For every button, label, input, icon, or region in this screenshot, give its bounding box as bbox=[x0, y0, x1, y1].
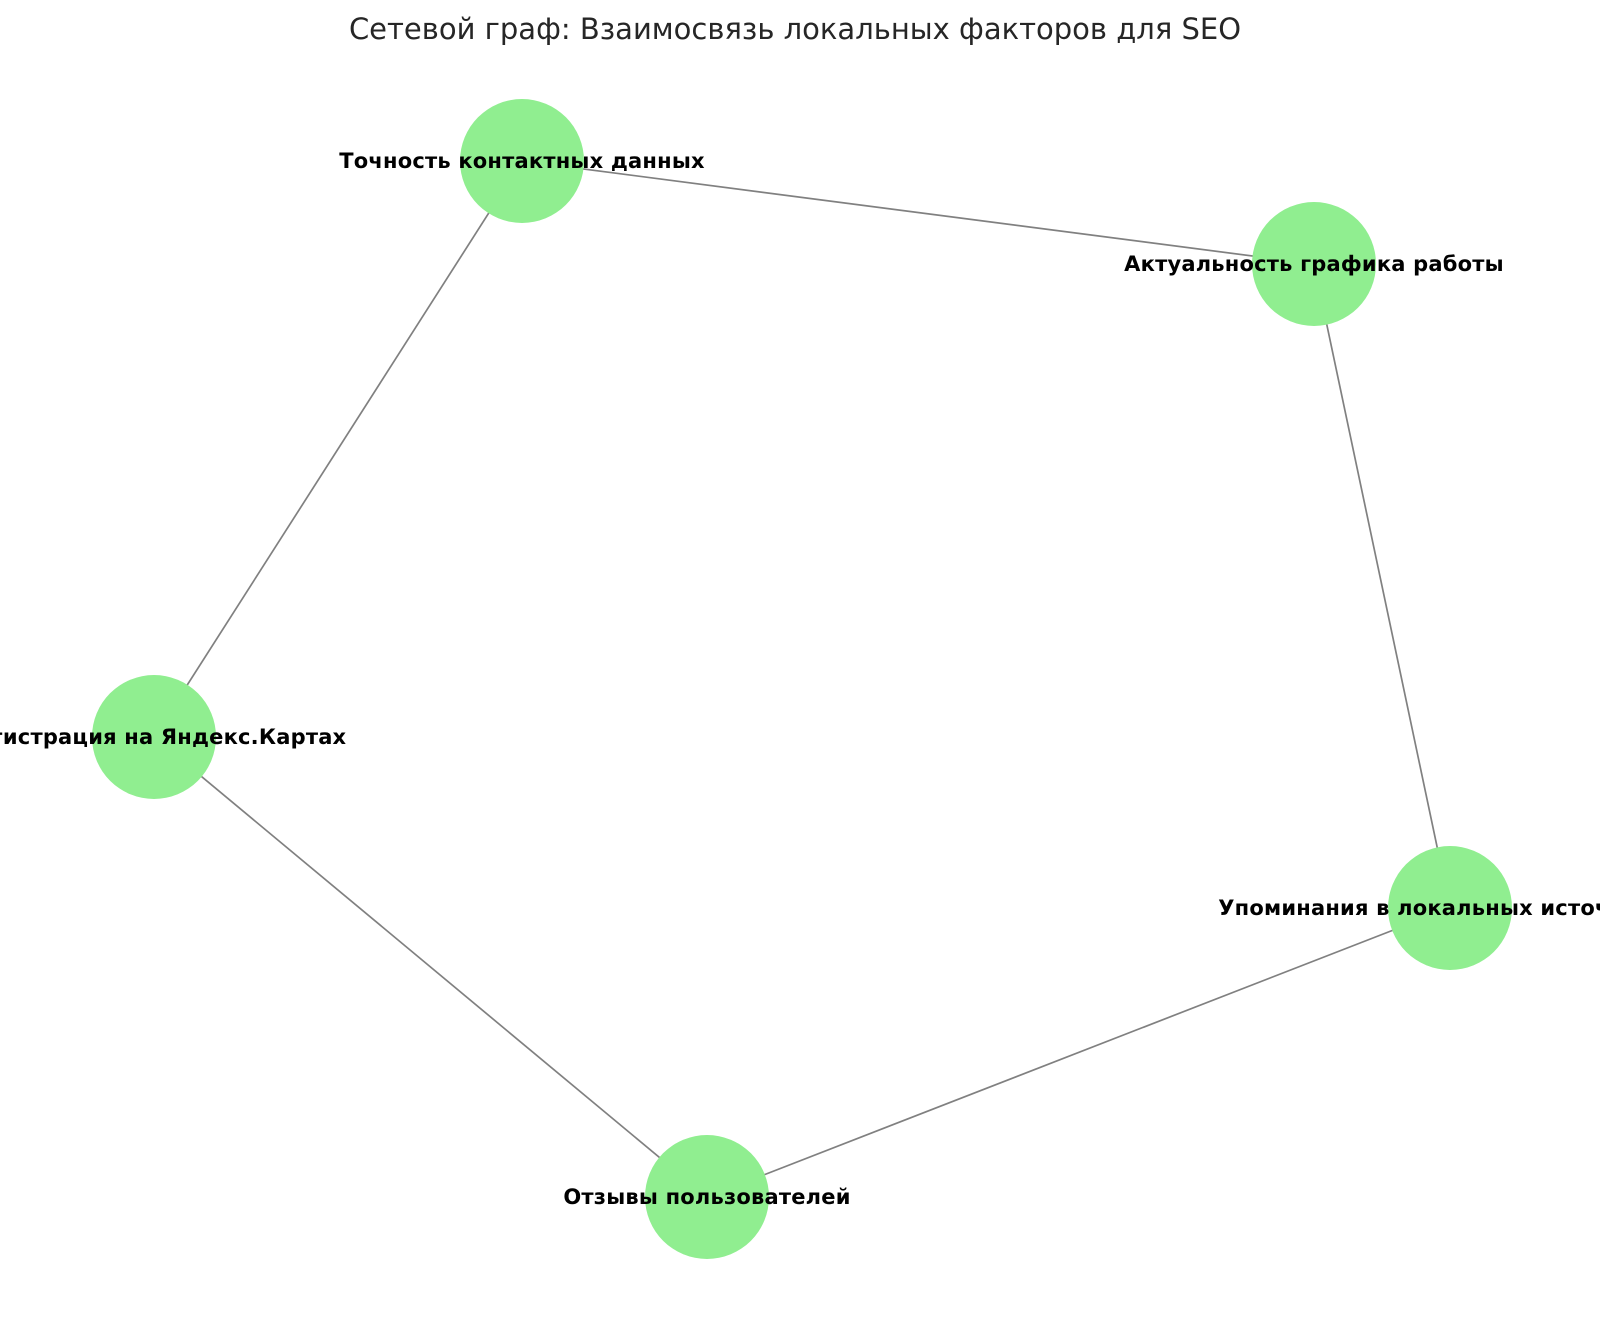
graph-node-label-user-reviews: Отзывы пользователей bbox=[563, 1185, 851, 1209]
graph-node-schedule-freshness bbox=[1252, 202, 1376, 326]
graph-node-label-contact-accuracy: Точность контактных данных bbox=[339, 149, 705, 173]
graph-edge-schedule-freshness--local-mentions bbox=[1313, 263, 1451, 909]
graph-edge-contact-accuracy--schedule-freshness bbox=[521, 160, 1315, 265]
graph-node-yandex-maps-listing bbox=[92, 675, 216, 799]
graph-node-label-schedule-freshness: Актуальность графика работы bbox=[1124, 252, 1504, 276]
chart-title: Сетевой граф: Взаимосвязь локальных факт… bbox=[348, 12, 1242, 46]
graph-node-user-reviews bbox=[645, 1135, 769, 1259]
graph-node-label-local-mentions: Упоминания в локальных источниках bbox=[1218, 896, 1600, 920]
graph-node-contact-accuracy bbox=[460, 99, 584, 223]
graph-edge-user-reviews--yandex-maps-listing bbox=[153, 736, 708, 1198]
graph-edge-local-mentions--user-reviews bbox=[706, 907, 1451, 1198]
graph-node-label-yandex-maps-listing: Регистрация на Яндекс.Картах bbox=[0, 725, 347, 749]
graph-edge-yandex-maps-listing--contact-accuracy bbox=[153, 160, 523, 738]
graph-node-local-mentions bbox=[1388, 846, 1512, 970]
